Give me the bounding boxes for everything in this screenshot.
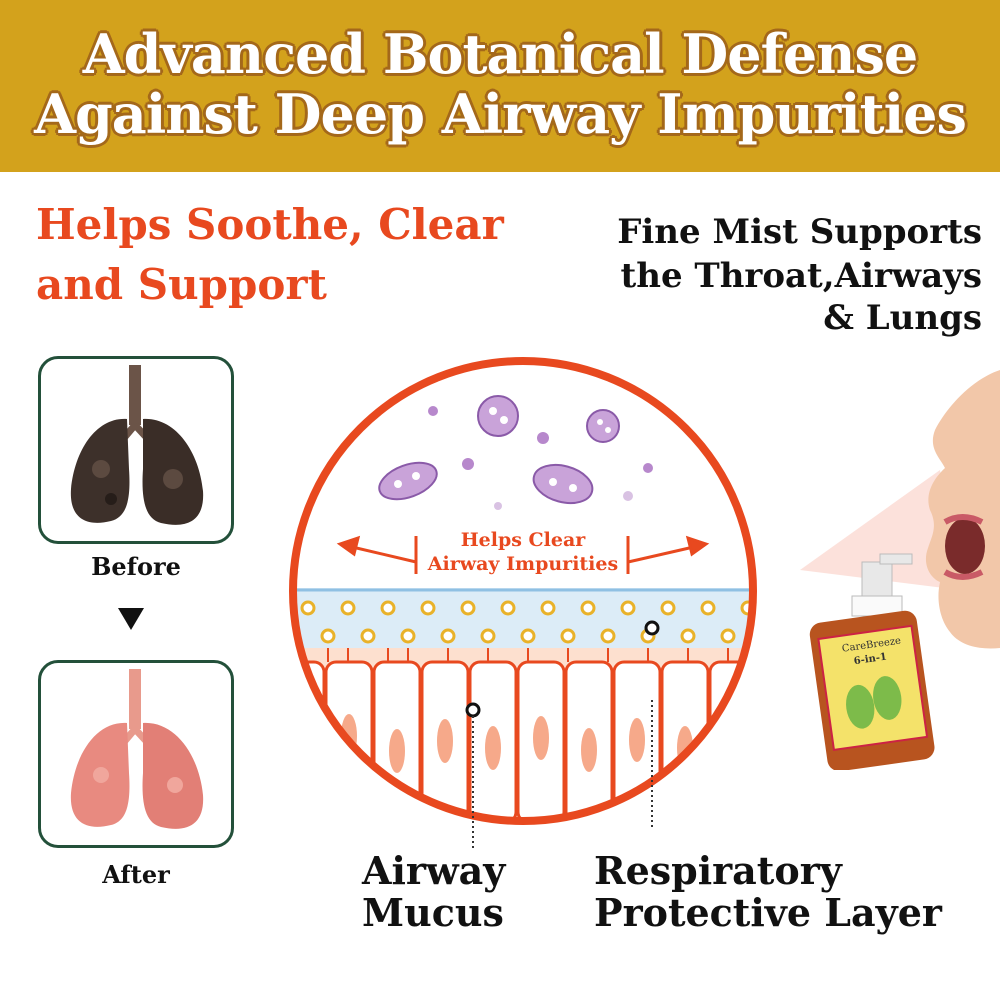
before-label: Before [91,552,181,581]
healthy-lungs-illustration [70,669,204,829]
pointer-lines [472,700,653,848]
diagram-ring [289,357,757,825]
mist-cone [800,470,960,590]
mist-text-line2: the Throat,Airways [620,256,982,296]
face-profile [925,370,1000,649]
after-label: After [102,860,170,889]
banner-title-line2: Against Deep Airway Impurities [34,82,967,146]
mist-text-line3: & Lungs [823,298,982,338]
layer-pointer-dot [644,620,660,636]
mucus-label-line2: Mucus [362,890,504,935]
layer-label-line2: Protective Layer [594,890,942,935]
headline-line1: Helps Soothe, Clear [36,200,504,249]
banner-title-line1: Advanced Botanical Defense [82,22,918,86]
before-lungs-card [38,356,234,544]
protective-layer-label: Respiratory Protective Layer [594,850,942,934]
face-spray-illustration: CareBreeze 6-in-1 [800,370,1000,770]
layer-label-line1: Respiratory [594,848,842,893]
after-lungs-card [38,660,234,848]
mist-text-line1: Fine Mist Supports [617,212,982,252]
title-banner: Advanced Botanical Defense Against Deep … [0,0,1000,172]
airway-mucus-label: Airway Mucus [362,850,505,934]
spray-bottle: CareBreeze 6-in-1 [809,553,935,770]
callout-line2: Airway Impurities [427,553,618,575]
airway-magnified-diagram: Helps Clear Airway Impurities [289,357,757,825]
dark-lungs-illustration [70,365,204,525]
mucus-label-line1: Airway [362,848,506,893]
down-arrow-icon [118,608,144,630]
microbe-icons [378,395,653,510]
bottle-name: 6-in-1 [853,652,888,668]
callout-line1: Helps Clear [461,529,587,551]
headline-line2: and Support [36,260,327,309]
